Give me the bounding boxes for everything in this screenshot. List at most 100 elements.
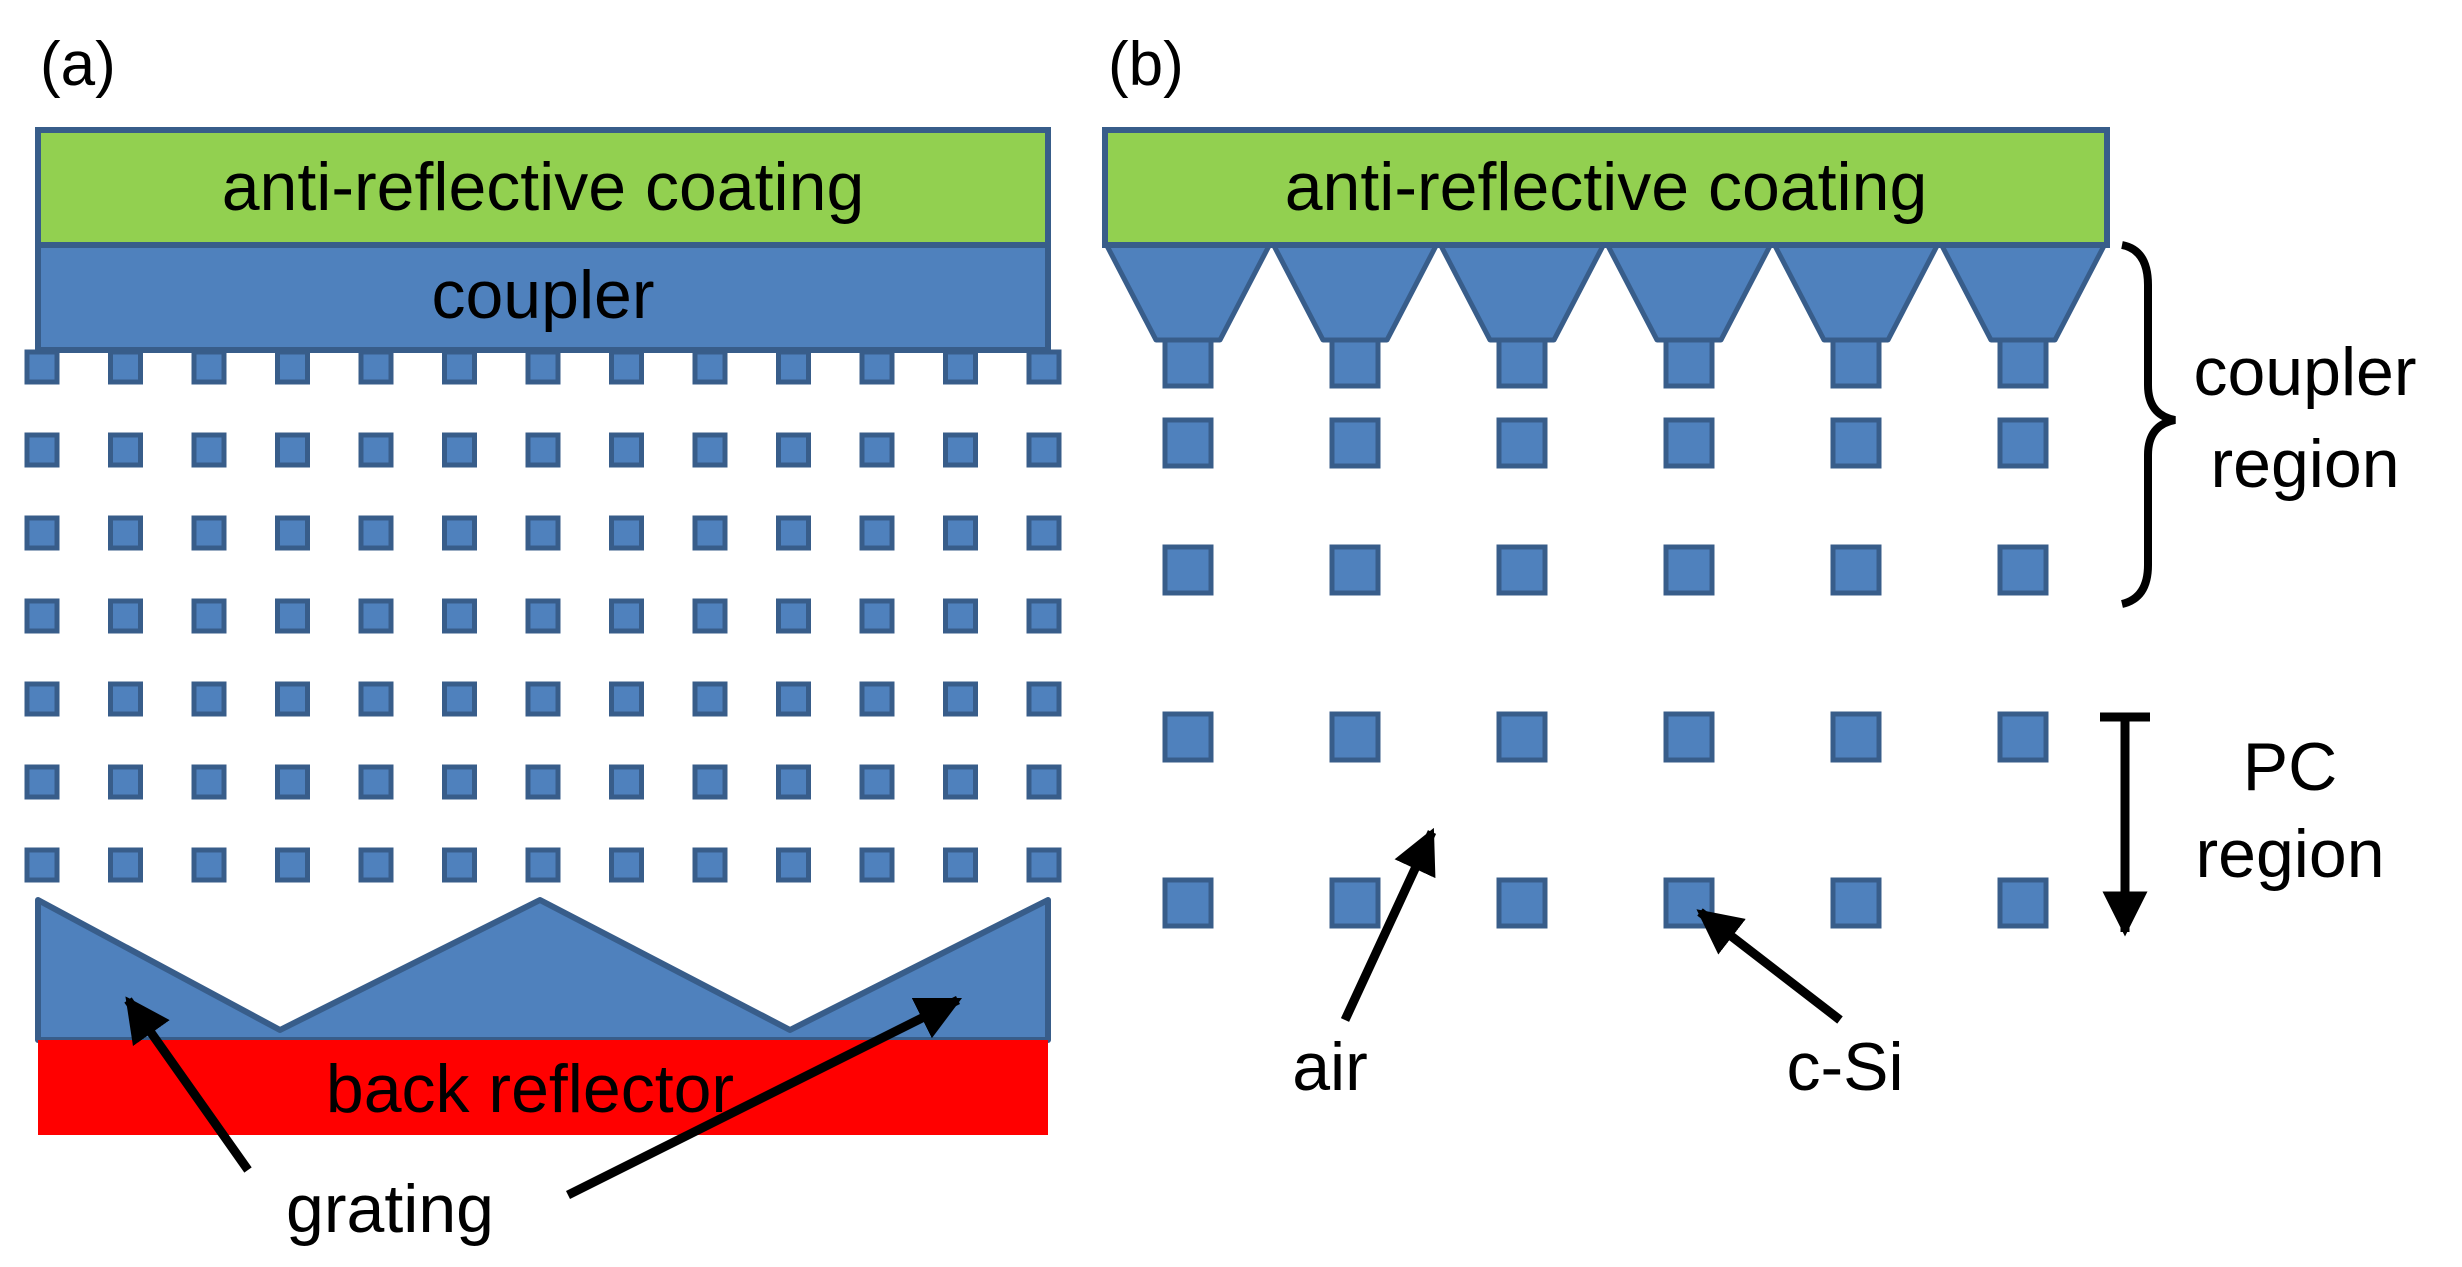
coupler-neck-square bbox=[1162, 337, 1214, 389]
lattice-square bbox=[1830, 711, 1882, 763]
panel-a-grating-label: grating bbox=[286, 1171, 494, 1247]
lattice-square bbox=[1026, 681, 1062, 717]
lattice-square bbox=[776, 847, 811, 883]
lattice-square bbox=[609, 432, 644, 468]
lattice-square bbox=[1026, 349, 1062, 385]
csi-label: c-Si bbox=[1786, 1029, 1903, 1105]
coupler-neck-square bbox=[1997, 337, 2049, 389]
lattice-square bbox=[1329, 877, 1381, 929]
lattice-square bbox=[1162, 711, 1214, 763]
lattice-square bbox=[191, 515, 227, 551]
lattice-square bbox=[943, 432, 978, 468]
air-arrow bbox=[1340, 827, 1437, 1022]
lattice-square bbox=[108, 432, 143, 468]
panel-a: (a) anti-reflective coating coupler back… bbox=[24, 30, 1062, 1247]
lattice-square bbox=[1663, 417, 1715, 469]
coupler-neck-square bbox=[1496, 337, 1548, 389]
lattice-square bbox=[24, 349, 60, 385]
lattice-square bbox=[1162, 544, 1214, 596]
lattice-square bbox=[1663, 711, 1715, 763]
coupler-region-label-line1: coupler bbox=[2193, 334, 2416, 410]
lattice-square bbox=[358, 349, 394, 385]
lattice-square bbox=[943, 681, 978, 717]
lattice-square bbox=[1026, 847, 1062, 883]
lattice-square bbox=[108, 681, 143, 717]
panel-a-back-reflector bbox=[38, 1040, 1048, 1135]
coupler-neck-square bbox=[1830, 337, 1882, 389]
panel-b-label: (b) bbox=[1108, 30, 1184, 99]
lattice-square bbox=[609, 764, 644, 800]
lattice-square bbox=[358, 598, 394, 634]
lattice-square bbox=[442, 349, 477, 385]
lattice-square bbox=[1997, 877, 2049, 929]
lattice-square bbox=[442, 681, 477, 717]
lattice-square bbox=[525, 847, 561, 883]
lattice-square bbox=[358, 847, 394, 883]
lattice-square bbox=[275, 598, 310, 634]
coupler-trapezoid bbox=[1603, 239, 1775, 343]
lattice-square bbox=[1997, 711, 2049, 763]
lattice-square bbox=[1997, 417, 2049, 469]
lattice-square bbox=[275, 847, 310, 883]
lattice-square bbox=[191, 598, 227, 634]
csi-arrow bbox=[1696, 908, 1843, 1024]
lattice-square bbox=[442, 432, 477, 468]
panel-a-anti-reflective-coating bbox=[35, 127, 1051, 248]
lattice-square bbox=[1830, 877, 1882, 929]
lattice-square bbox=[859, 681, 895, 717]
panel-a-photonic-lattice bbox=[24, 349, 1062, 883]
lattice-square bbox=[525, 681, 561, 717]
lattice-square bbox=[776, 681, 811, 717]
lattice-square bbox=[1026, 598, 1062, 634]
lattice-square bbox=[525, 598, 561, 634]
lattice-square bbox=[525, 432, 561, 468]
lattice-square bbox=[859, 432, 895, 468]
panel-a-reflector-label: back reflector bbox=[326, 1051, 734, 1127]
pc-region-label-line1: PC bbox=[2243, 729, 2337, 805]
panel-a-grating-arrow-left bbox=[124, 996, 252, 1173]
lattice-square bbox=[358, 764, 394, 800]
coupler-trapezoid bbox=[1770, 239, 1942, 343]
coupler-neck-square bbox=[1329, 337, 1381, 389]
lattice-square bbox=[275, 515, 310, 551]
air-label: air bbox=[1292, 1029, 1368, 1105]
lattice-square bbox=[1026, 432, 1062, 468]
lattice-square bbox=[358, 681, 394, 717]
lattice-square bbox=[609, 598, 644, 634]
lattice-square bbox=[191, 764, 227, 800]
lattice-square bbox=[1830, 544, 1882, 596]
lattice-square bbox=[108, 349, 143, 385]
lattice-square bbox=[275, 764, 310, 800]
lattice-square bbox=[943, 764, 978, 800]
panel-a-grating-arrow-right bbox=[565, 995, 963, 1200]
lattice-square bbox=[692, 349, 728, 385]
lattice-square bbox=[1329, 417, 1381, 469]
lattice-square bbox=[692, 515, 728, 551]
coupler-trapezoid bbox=[1269, 239, 1441, 343]
lattice-square bbox=[442, 847, 477, 883]
panel-b-coating-label: anti-reflective coating bbox=[1285, 149, 1928, 225]
panel-a-coupler-layer bbox=[35, 242, 1051, 353]
coupler-region-brace bbox=[2120, 241, 2176, 608]
lattice-square bbox=[1496, 417, 1548, 469]
lattice-square bbox=[692, 598, 728, 634]
lattice-square bbox=[525, 515, 561, 551]
lattice-square bbox=[692, 432, 728, 468]
lattice-square bbox=[943, 598, 978, 634]
lattice-square bbox=[358, 515, 394, 551]
coupler-region-label-line2: region bbox=[2210, 426, 2399, 502]
panel-b-anti-reflective-coating bbox=[1102, 127, 2110, 248]
lattice-square bbox=[776, 598, 811, 634]
panel-a-grating bbox=[35, 897, 1051, 1043]
pc-region-label-line2: region bbox=[2195, 816, 2384, 892]
lattice-square bbox=[1329, 711, 1381, 763]
lattice-square bbox=[191, 847, 227, 883]
lattice-square bbox=[1663, 544, 1715, 596]
lattice-square bbox=[1997, 544, 2049, 596]
panel-b-coupler-structures bbox=[1102, 239, 2109, 389]
panel-b: (b) anti-reflective coating coupler regi… bbox=[1102, 30, 2417, 1105]
lattice-square bbox=[108, 598, 143, 634]
lattice-square bbox=[1329, 544, 1381, 596]
lattice-square bbox=[442, 515, 477, 551]
lattice-square bbox=[1162, 877, 1214, 929]
